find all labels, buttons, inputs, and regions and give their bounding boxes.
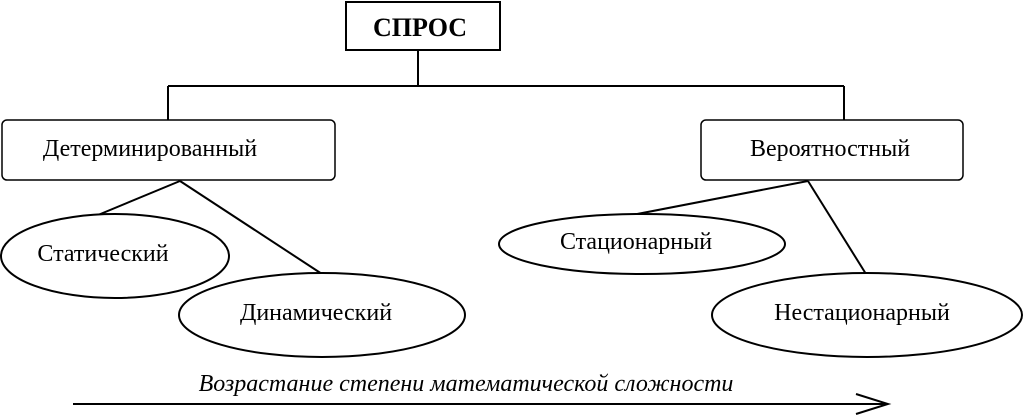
branch-deterministic: Детерминированный bbox=[1, 119, 336, 181]
root-box bbox=[345, 1, 501, 51]
leaf-static: Статический bbox=[0, 213, 230, 299]
connector-to-static bbox=[97, 180, 181, 216]
probabilistic-box bbox=[700, 119, 964, 181]
root-label: СПРОС bbox=[373, 13, 467, 42]
complexity-arrow bbox=[73, 393, 892, 415]
static-label: Статический bbox=[37, 241, 168, 267]
leaf-dynamic: Динамический bbox=[178, 272, 466, 358]
deterministic-label: Детерминированный bbox=[43, 136, 257, 162]
leaf-stationary: Стационарный bbox=[498, 213, 786, 275]
leaf-nonstationary: Нестационарный bbox=[711, 272, 1023, 358]
arrow-head-icon bbox=[855, 393, 892, 415]
branch-probabilistic: Вероятностный bbox=[700, 119, 964, 181]
connector-to-dynamic bbox=[179, 180, 323, 275]
dynamic-ellipse bbox=[178, 272, 466, 358]
connectors bbox=[97, 50, 867, 275]
connector-to-nonstationary bbox=[807, 180, 867, 275]
nonstationary-ellipse bbox=[711, 272, 1023, 358]
static-ellipse bbox=[0, 213, 230, 299]
deterministic-box bbox=[1, 119, 336, 181]
nonstationary-label: Нестационарный bbox=[774, 300, 950, 326]
probabilistic-label: Вероятностный bbox=[750, 136, 910, 162]
dynamic-label: Динамический bbox=[240, 300, 392, 326]
stationary-ellipse bbox=[498, 213, 786, 275]
stationary-label: Стационарный bbox=[560, 229, 712, 255]
connector-to-stationary bbox=[631, 180, 809, 216]
complexity-caption: Возрастание степени математической сложн… bbox=[199, 371, 734, 397]
root-node: СПРОС bbox=[345, 1, 501, 51]
